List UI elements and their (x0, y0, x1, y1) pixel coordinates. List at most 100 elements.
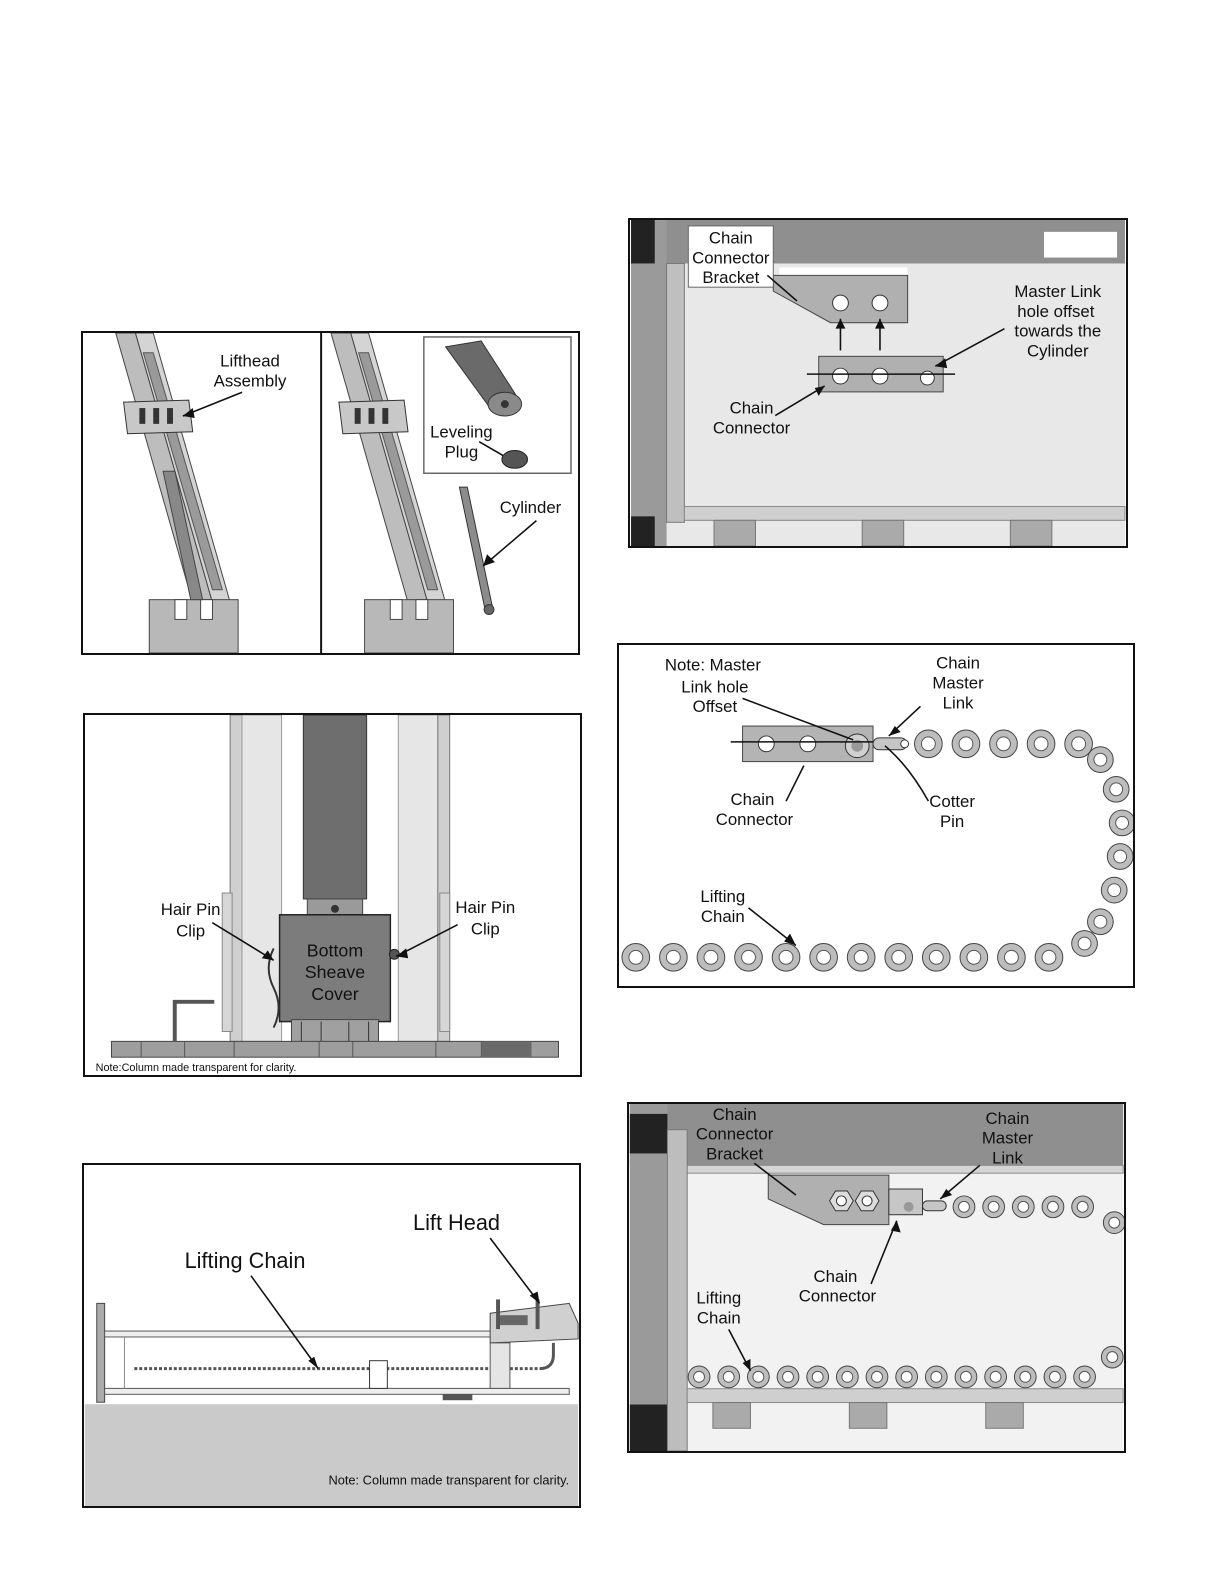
mlink-connector-label-2: Connector (716, 810, 794, 829)
figure-master-link: Note: Master Link hole Offset Chain Mast… (617, 643, 1135, 988)
figure-assembled-connector: Chain Connector Bracket Chain Master Lin… (627, 1102, 1126, 1453)
assembled-lifting-chain-label-1: Lifting (696, 1289, 741, 1308)
assembled-master-link-label-1: Chain (986, 1109, 1030, 1128)
chain-link-hole (1077, 936, 1092, 951)
left-column-drawing (115, 333, 239, 653)
master-link-diagram: Note: Master Link hole Offset Chain Mast… (621, 654, 1133, 972)
lifthead-assembly-label-1: Lifthead (220, 352, 280, 371)
chain-link-hole (966, 949, 982, 965)
chain-link-hole (741, 949, 756, 965)
assembled-master-link-label-3: Link (992, 1148, 1023, 1167)
chain-link-hole (928, 949, 944, 965)
assembled-bracket-label-3: Bracket (706, 1144, 763, 1163)
lift-head-part (489, 1302, 579, 1344)
cotter-pin-label-1: Cotter (929, 792, 975, 811)
chain-link-hole (693, 1370, 705, 1383)
assembled-chain-upper (952, 1195, 1124, 1234)
chain-master-link-label-2: Master (932, 673, 984, 692)
assembled-connector-part (888, 1188, 923, 1216)
assembled-connector-label-2: Connector (799, 1287, 877, 1306)
leveling-plug-part (501, 450, 529, 469)
hair-pin-right-label-2: Clip (471, 920, 500, 939)
hair-pin-left-label-2: Clip (176, 922, 205, 941)
chain-link-hole (958, 1200, 970, 1213)
master-note-label-2: Link hole (681, 677, 748, 696)
bracket-label-2: Connector (692, 248, 770, 267)
chain-link-hole (778, 949, 794, 965)
hair-pin-clip-left-part (267, 947, 280, 1028)
chain-link-hole (871, 1370, 883, 1383)
bottom-sheave-label-2: Sheave (305, 962, 365, 982)
lifting-chain-lower (621, 943, 1064, 972)
chain-link-hole (1049, 1370, 1061, 1383)
bracket-diagram: Chain Connector Bracket Master Link hole… (631, 220, 1126, 546)
lifthead-assembly-label-2: Assembly (214, 371, 287, 390)
chain-link-hole (1107, 883, 1122, 898)
chain-link-hole (1115, 815, 1130, 830)
chain-link-hole (1093, 914, 1108, 929)
bracket-label-3: Bracket (702, 268, 759, 287)
chain-link-hole (1109, 782, 1124, 797)
lifting-chain-upper (914, 729, 1093, 759)
chain-link-hole (1003, 949, 1019, 965)
offset-label-1: Master Link (1014, 282, 1101, 301)
right-column-drawing (330, 333, 454, 653)
chain-link-hole (960, 1370, 972, 1383)
chain-link-hole (1047, 1200, 1059, 1213)
chain-link-hole (987, 1200, 1000, 1213)
figure-lifthead-cylinder: Lifthead Assembly Leveling Plug Cylind (81, 331, 580, 655)
master-note-label-1: Note: Master (665, 656, 761, 675)
offset-label-4: Cylinder (1027, 341, 1089, 360)
figure-connector-bracket: Chain Connector Bracket Master Link hole… (628, 218, 1128, 548)
bracket-label-1: Chain (709, 229, 753, 248)
lift-chain-diagram: Lift Head Lifting Chain Note: Column mad… (84, 1210, 579, 1506)
sheave-note: Note:Column made transparent for clarity… (96, 1062, 297, 1074)
cylinder-part (458, 486, 494, 611)
chain-link-hole (1033, 736, 1049, 752)
assembled-bracket-part (767, 1174, 890, 1226)
chain-link-hole (1017, 1200, 1030, 1213)
chain-link-hole (841, 1370, 854, 1383)
chain-link-hole (930, 1370, 943, 1383)
chain-link-hole (1093, 752, 1108, 767)
assembled-diagram: Chain Connector Bracket Chain Master Lin… (629, 1104, 1124, 1451)
lift-head-label: Lift Head (413, 1210, 500, 1235)
chain-link-hole (722, 1370, 735, 1383)
assembled-bracket-label-1: Chain (713, 1105, 757, 1124)
chain-link-hole (628, 949, 644, 965)
chain-link-hole (958, 736, 974, 752)
assembled-bracket-label-2: Connector (696, 1125, 774, 1144)
leveling-plug-label-1: Leveling (430, 423, 493, 442)
hair-pin-right-label-1: Hair Pin (455, 898, 515, 917)
chain-link-hole (1106, 1351, 1119, 1364)
chain-link-hole (1108, 1216, 1121, 1229)
lift-chain-note: Note: Column made transparent for clarit… (328, 1472, 569, 1487)
chain-link-hole (816, 949, 832, 965)
lifthead-diagram: Lifthead Assembly Leveling Plug Cylind (115, 333, 572, 653)
chain-master-link-label-3: Link (943, 693, 974, 712)
master-lifting-chain-label-2: Chain (701, 907, 745, 926)
figure-bottom-sheave: Hair Pin Clip Hair Pin Clip Bottom Sheav… (83, 713, 582, 1077)
bottom-sheave-label-1: Bottom (307, 940, 363, 960)
cylinder-body (302, 715, 368, 900)
chain-link-hole (665, 949, 681, 965)
assembled-connector-label-1: Chain (814, 1267, 858, 1286)
chain-link-hole (1041, 949, 1057, 965)
chain-link-hole (1078, 1370, 1091, 1383)
master-note-label-3: Offset (693, 697, 738, 716)
chain-link-hole (1019, 1370, 1032, 1383)
chain-link-hole (1076, 1200, 1089, 1213)
chain-master-link-label-1: Chain (936, 654, 980, 673)
chain-link-hole (1071, 736, 1087, 752)
offset-label-3: towards the (1014, 322, 1101, 341)
chain-link-hole (752, 1370, 765, 1383)
cylinder-label: Cylinder (500, 498, 562, 517)
hair-pin-left-label-1: Hair Pin (161, 900, 221, 919)
bottom-sheave-cover-part (278, 914, 392, 1023)
lifting-chain-right (1071, 746, 1133, 957)
assembled-master-link-label-2: Master (982, 1129, 1034, 1148)
bottom-sheave-label-3: Cover (311, 984, 359, 1004)
connector-label-1: Chain (730, 399, 774, 418)
mlink-connector-label-1: Chain (731, 790, 775, 809)
chain-link-hole (996, 736, 1011, 752)
